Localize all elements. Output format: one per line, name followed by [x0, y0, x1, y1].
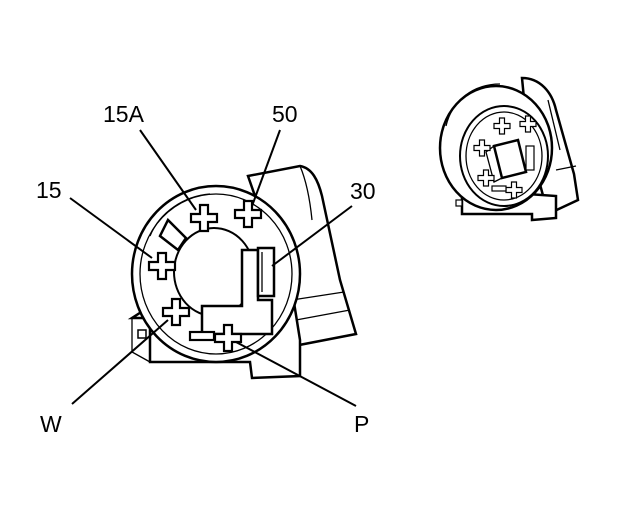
label-15: 15	[36, 177, 62, 203]
perspective-housing-edge	[547, 99, 561, 151]
perspective-housing-rib	[555, 165, 577, 171]
flange-square-mark	[137, 329, 147, 339]
housing-rib-2	[291, 291, 345, 301]
socket-rim-highlight	[149, 193, 211, 237]
leader-30	[271, 205, 353, 267]
perspective-socket-face	[459, 105, 549, 207]
label-15a: 15A	[103, 101, 145, 127]
leader-lines	[69, 129, 357, 407]
housing-edge	[299, 165, 313, 221]
terminal-labels: 15A 50 15 30 W P	[36, 101, 376, 437]
perspective-square-mark	[455, 199, 463, 207]
housing-rib-1	[295, 309, 351, 321]
perspective-socket-inner	[465, 111, 543, 201]
perspective-connector-view	[438, 76, 580, 222]
perspective-shell-highlight	[445, 83, 501, 127]
leader-p	[235, 341, 357, 407]
label-30: 30	[350, 178, 376, 204]
label-50: 50	[272, 101, 298, 127]
leader-50	[251, 129, 281, 207]
socket-inner-rim	[139, 193, 293, 355]
leader-15	[69, 197, 153, 259]
locating-wedge	[158, 217, 188, 252]
perspective-terminal-tab	[491, 185, 507, 192]
leader-w	[71, 319, 169, 405]
main-connector-view	[127, 164, 358, 380]
perspective-blade	[525, 145, 535, 171]
leader-15a	[139, 129, 197, 211]
terminal-p-tab	[188, 330, 216, 342]
label-p: P	[354, 411, 369, 437]
perspective-center-block	[492, 138, 528, 180]
label-w: W	[40, 411, 62, 437]
terminal-30-blade	[256, 246, 276, 298]
